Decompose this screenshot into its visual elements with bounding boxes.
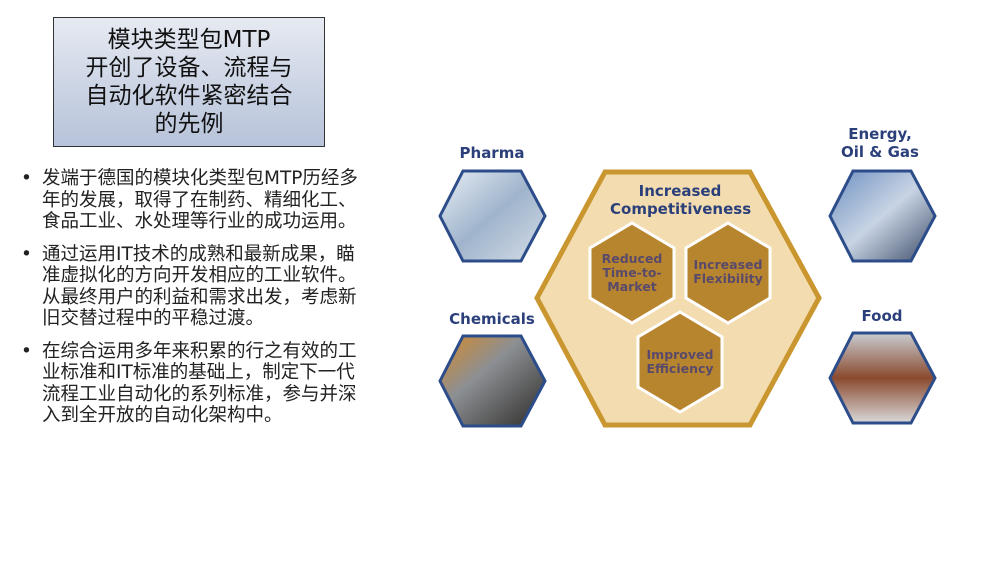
bullet-marker: • — [21, 340, 32, 362]
chemicals-image — [438, 334, 547, 428]
title-line: 模块类型包MTP — [107, 27, 271, 53]
benefit-hexagon — [636, 310, 724, 414]
bullet-text: 通过运用IT技术的成熟和最新成果，瞄准虚拟化的方向开发相应的工业软件。从最终用户… — [42, 243, 357, 330]
bullet-item: • 通过运用IT技术的成熟和最新成果，瞄准虚拟化的方向开发相应的工业软件。从最终用… — [18, 244, 363, 330]
benefit-flexibility: Increased Flexibility — [686, 258, 770, 286]
title-line: 的先例 — [154, 111, 224, 137]
benefit-line: Flexibility — [693, 271, 763, 286]
benefit-line: Time-to- — [602, 265, 662, 280]
title-box: 模块类型包MTP 开创了设备、流程与 自动化软件紧密结合 的先例 — [53, 17, 325, 147]
benefit-reduced-time: Reduced Time-to- Market — [592, 252, 672, 294]
bullet-text: 在综合运用多年来积累的行之有效的工业标准和IT标准的基础上，制定下一代流程工业自… — [42, 340, 357, 427]
industry-label: Chemicals — [449, 310, 535, 328]
bullet-list: • 发端于德国的模块化类型包MTP历经多年的发展，取得了在制药、精细化工、食品工业… — [18, 168, 363, 438]
industry-label: Food — [861, 307, 903, 325]
center-title: Increased Competitiveness — [610, 182, 752, 218]
industry-pharma: Pharma — [442, 144, 542, 162]
bullet-text: 发端于德国的模块化类型包MTP历经多年的发展，取得了在制药、精细化工、食品工业、… — [42, 168, 358, 232]
benefit-efficiency: Improved Efficiency — [640, 348, 720, 376]
industry-label: Energy, — [848, 125, 912, 143]
benefit-line: Improved — [646, 347, 714, 362]
benefit-hexagon — [684, 221, 772, 325]
benefit-hexagon — [588, 221, 676, 325]
bullet-marker: • — [21, 243, 32, 265]
benefit-line: Increased — [693, 257, 763, 272]
center-title-line: Competitiveness — [610, 200, 752, 218]
bullet-item: • 在综合运用多年来积累的行之有效的工业标准和IT标准的基础上，制定下一代流程工业… — [18, 341, 363, 427]
benefit-line: Market — [607, 279, 657, 294]
bullet-marker: • — [21, 168, 32, 189]
food-image — [828, 331, 937, 425]
title-line: 自动化软件紧密结合 — [85, 83, 293, 109]
industry-chemicals: Chemicals — [437, 310, 547, 328]
center-title-line: Increased — [638, 182, 722, 200]
industry-food: Food — [832, 307, 932, 325]
benefit-line: Efficiency — [646, 361, 714, 376]
pharma-image — [438, 169, 547, 263]
bullet-item: • 发端于德国的模块化类型包MTP历经多年的发展，取得了在制药、精细化工、食品工业… — [18, 168, 363, 233]
industry-label: Oil & Gas — [841, 143, 919, 161]
benefit-line: Reduced — [601, 251, 663, 266]
energy-image — [828, 169, 937, 263]
industry-energy: Energy, Oil & Gas — [820, 125, 940, 161]
title-line: 开创了设备、流程与 — [85, 55, 293, 81]
industry-label: Pharma — [459, 144, 525, 162]
